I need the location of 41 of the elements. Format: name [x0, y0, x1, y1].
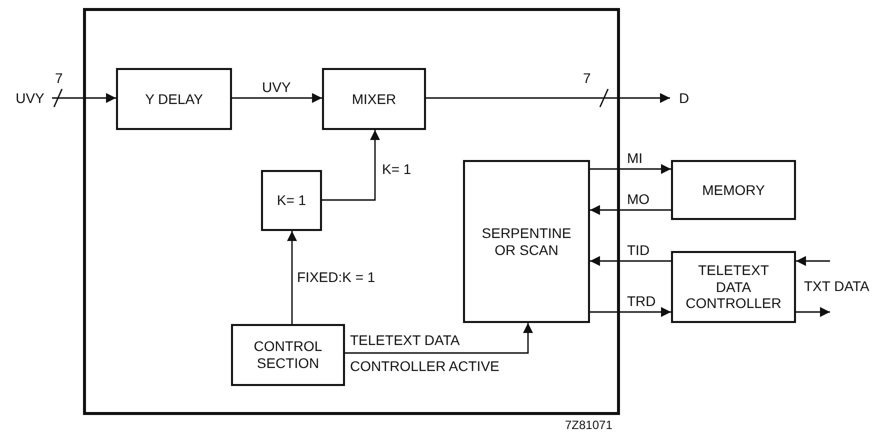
- block-label: SERPENTINE OR SCAN: [480, 224, 572, 258]
- arrow: [590, 205, 671, 215]
- block-label: TELETEXT DATA CONTROLLER: [684, 262, 782, 312]
- edge-label: TID: [627, 242, 650, 258]
- edge-label: MI: [627, 150, 643, 166]
- signal-label: D: [676, 89, 692, 107]
- block-label: MEMORY: [701, 182, 766, 198]
- arrow: [796, 307, 830, 317]
- block: [671, 160, 796, 220]
- signal-label: UVY: [12, 89, 48, 107]
- chip-outline: [83, 8, 620, 415]
- block: [261, 170, 322, 231]
- arrow: [322, 130, 380, 201]
- block: [463, 160, 590, 323]
- edge-label: FIXED:K = 1: [297, 269, 376, 285]
- arrow: [796, 256, 830, 266]
- edge-label: K= 1: [382, 161, 412, 177]
- block: [231, 324, 345, 386]
- block: [671, 251, 796, 323]
- arrow: [426, 93, 670, 103]
- block-label: MIXER: [350, 90, 398, 108]
- figure-code: 7Z81071: [565, 417, 612, 433]
- arrow: [590, 307, 671, 317]
- arrow: [287, 231, 297, 324]
- edge-label: MO: [627, 191, 650, 207]
- arrow: [590, 164, 671, 174]
- block: [116, 68, 232, 130]
- arrow: [345, 323, 533, 354]
- block-label: CONTROL SECTION: [252, 338, 324, 372]
- edge-label: 7: [55, 70, 63, 86]
- edge-label: TELETEXT DATA CONTROLLER ACTIVE: [350, 331, 500, 376]
- block-label: Y DELAY: [144, 90, 204, 108]
- arrow: [52, 93, 116, 103]
- edge-label: UVY: [262, 79, 291, 95]
- signal-label: TXT DATA: [804, 278, 870, 294]
- edge-label: TRD: [627, 293, 656, 309]
- block: [322, 68, 426, 130]
- block-label: K= 1: [276, 192, 308, 209]
- arrow: [590, 256, 671, 266]
- edge-label: 7: [583, 70, 591, 86]
- arrow: [232, 93, 322, 103]
